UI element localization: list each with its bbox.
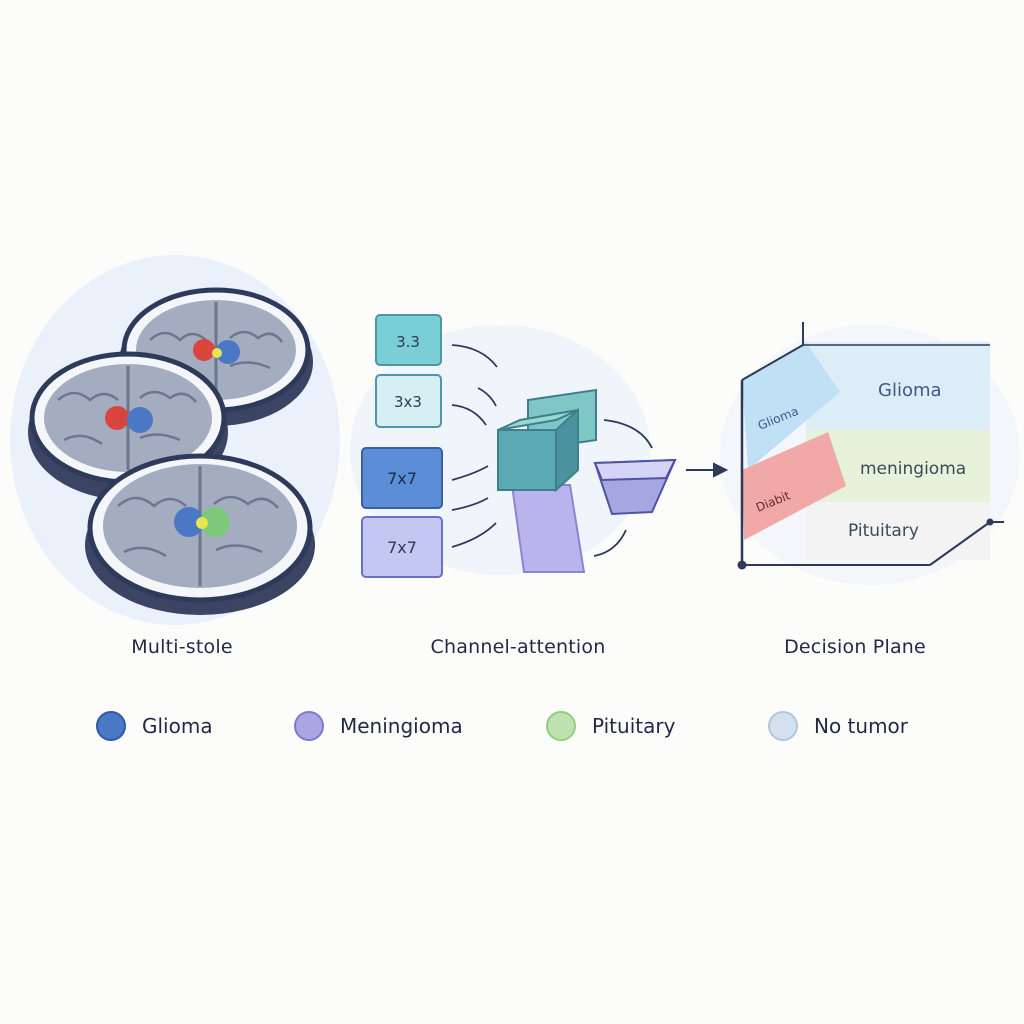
legend-label-pituitary: Pituitary — [592, 714, 676, 738]
tumor-blue-left — [127, 407, 153, 433]
stage-label-multi-scale: Multi-stole — [131, 636, 233, 658]
kernel-box-2: 3x3 — [375, 374, 442, 428]
legend-dot-no-tumor — [768, 711, 798, 741]
kernel-box-4: 7x7 — [361, 516, 443, 578]
channel-attention-block — [497, 388, 597, 573]
glioma-band — [806, 342, 990, 430]
attention-arrows — [593, 419, 653, 557]
legend-label-no-tumor: No tumor — [814, 714, 909, 738]
legend-dot-glioma — [96, 711, 126, 741]
tumor-yellow-front — [196, 517, 208, 529]
glioma-side — [742, 342, 840, 470]
legend-item-pituitary: Pituitary — [546, 708, 675, 744]
brain-scan-front — [85, 453, 315, 615]
pituitary-band — [806, 502, 990, 560]
plane-label-meningioma: meningioma — [860, 459, 966, 479]
legend-label-meningioma: Meningioma — [340, 714, 463, 738]
pituitary-side — [742, 432, 846, 540]
kernel-label-2: 3x3 — [394, 393, 422, 411]
pooling-cup — [593, 458, 677, 516]
kernel-label-4: 7x7 — [387, 538, 417, 557]
meningioma-band — [806, 430, 990, 502]
legend-item-no-tumor: No tumor — [768, 708, 908, 744]
legend-dot-meningioma — [294, 711, 324, 741]
plane-label-glioma: Glioma — [878, 380, 942, 401]
tumor-red-back — [193, 339, 215, 361]
legend-item-glioma: Glioma — [96, 708, 213, 744]
tumor-red-left — [105, 406, 129, 430]
stage-label-decision-plane: Decision Plane — [784, 636, 926, 658]
kernel-label-3: 7x7 — [387, 469, 417, 488]
legend-item-meningioma: Meningioma — [294, 708, 463, 744]
kernel-arrows — [451, 344, 498, 548]
kernel-box-1: 3.3 — [375, 314, 442, 366]
tumor-blue-front — [174, 507, 204, 537]
tumor-blue-back — [216, 340, 240, 364]
kernel-label-1: 3.3 — [396, 333, 420, 351]
decision-plane: Glioma meningioma Pituitary Glioma Diabi… — [737, 322, 1004, 570]
kernel-box-3: 7x7 — [361, 447, 443, 509]
tumor-yellow-back — [212, 348, 222, 358]
legend-dot-pituitary — [546, 711, 576, 741]
tumor-green-front — [200, 507, 230, 537]
legend-label-glioma: Glioma — [142, 714, 213, 738]
decision-arrow — [686, 462, 729, 478]
plane-label-pituitary: Pituitary — [848, 521, 919, 541]
stage-label-channel-attention: Channel-attention — [430, 636, 606, 658]
